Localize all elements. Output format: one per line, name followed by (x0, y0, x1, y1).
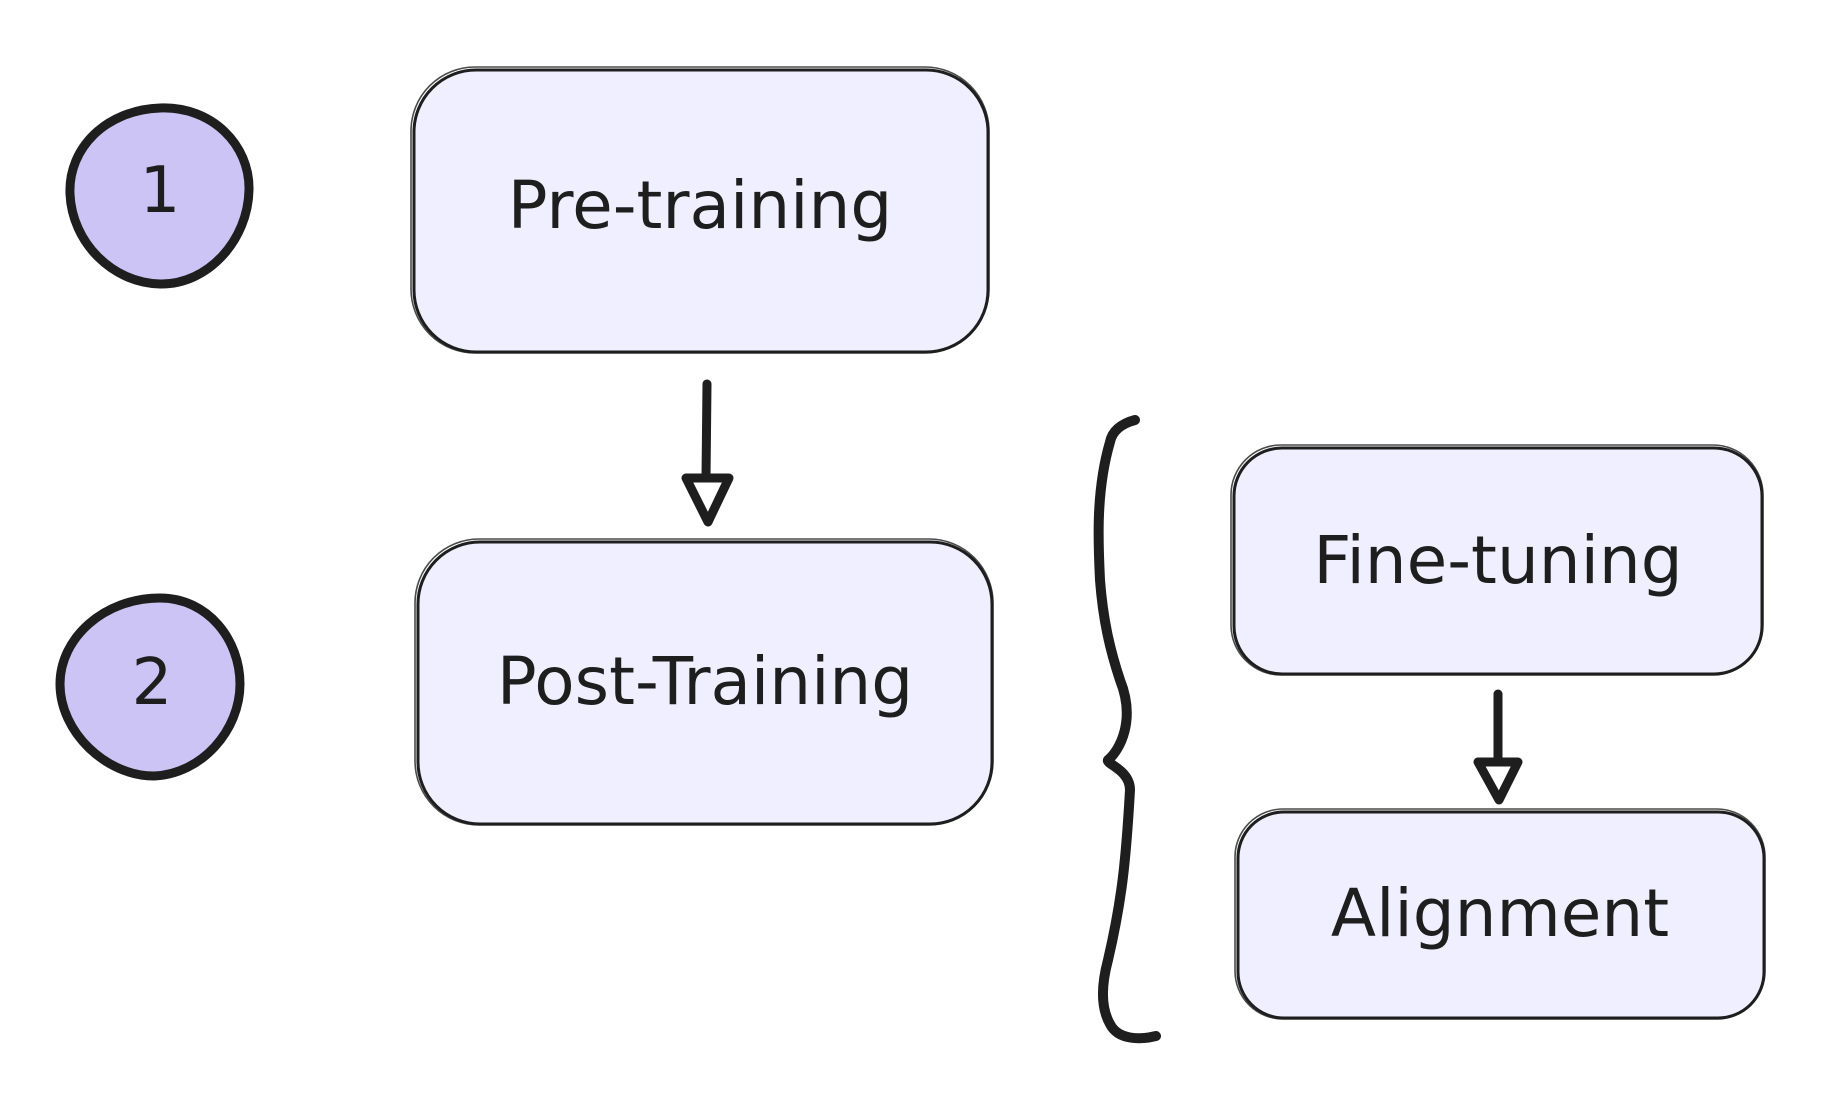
step-circle-2 (55, 593, 245, 781)
step-badge-1: 1 (65, 103, 254, 289)
step-number-1: 1 (140, 154, 181, 228)
post-training-label: Post-Training (497, 643, 913, 720)
alignment-label: Alignment (1331, 875, 1669, 952)
fine-tuning-box: Fine-tuning (1230, 444, 1764, 676)
pre-training-label: Pre-training (508, 167, 892, 244)
fine-tuning-label: Fine-tuning (1313, 522, 1682, 599)
arrow-pretraining-to-posttraining (681, 379, 734, 527)
post-training-box: Post-Training (414, 538, 994, 826)
step-number-2: 2 (132, 646, 173, 720)
step-badge-2: 2 (55, 593, 245, 781)
curly-brace (1093, 415, 1161, 1044)
arrow-finetuning-to-alignment (1473, 689, 1523, 805)
pre-training-box: Pre-training (410, 66, 990, 354)
alignment-box: Alignment (1234, 808, 1766, 1020)
step-circle-1 (65, 103, 254, 289)
